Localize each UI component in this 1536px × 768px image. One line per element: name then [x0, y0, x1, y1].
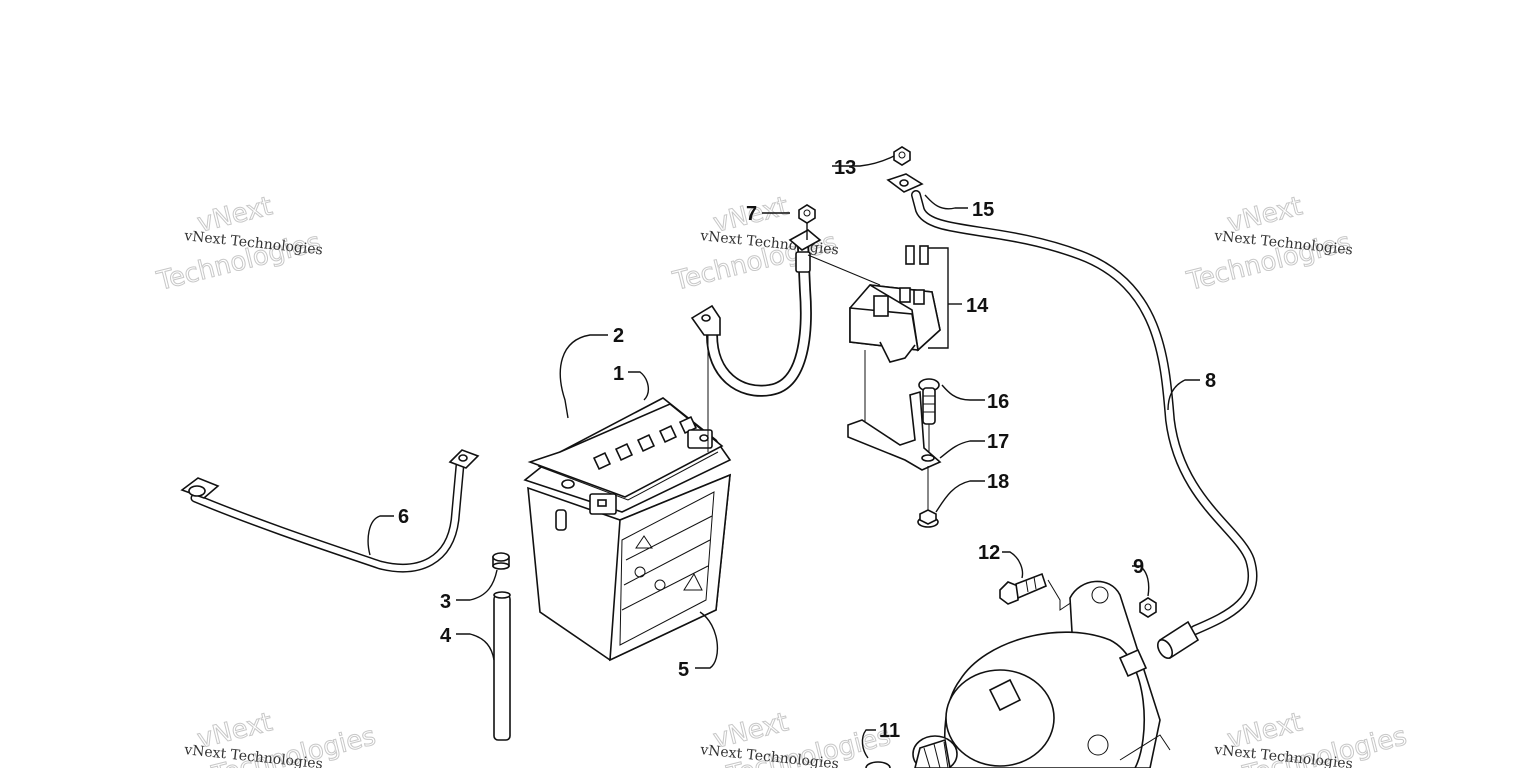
callout-13: 13 [834, 157, 856, 179]
positive-cable [690, 229, 822, 452]
battery-cell-caps [592, 415, 698, 471]
watermark-top-left: vNext Technologies vNext Technologies [153, 191, 324, 298]
starter-cable [886, 173, 1258, 660]
callout-9: 9 [1133, 556, 1144, 578]
watermark-bottom-left: vNext Technologies vNext Technologies [183, 707, 380, 768]
negative-cable [180, 449, 480, 573]
callout-5: 5 [678, 659, 689, 681]
callout-7: 7 [746, 203, 757, 225]
callout-14: 14 [966, 295, 989, 317]
callout-16: 16 [987, 391, 1009, 413]
battery-terminal-negative [589, 493, 617, 515]
callout-11: 11 [879, 720, 900, 742]
callout-6: 6 [398, 506, 409, 528]
hex-nut-7 [798, 204, 816, 224]
watermark-bottom-center: vNext Technologies vNext Technologies [699, 707, 895, 768]
callout-2: 2 [613, 325, 624, 347]
callout-3: 3 [440, 591, 451, 613]
watermark-top-right: vNext Technologies vNext Technologies [1183, 191, 1354, 298]
callout-labels: 2 1 3 4 5 6 7 8 9 11 12 13 14 15 16 17 1… [398, 157, 1216, 742]
battery [523, 397, 732, 662]
callout-4: 4 [440, 625, 452, 647]
flange-nut [917, 466, 939, 528]
starter-motor [865, 580, 1171, 768]
callout-17: 17 [987, 431, 1009, 453]
callout-8: 8 [1205, 370, 1216, 392]
starter-bolt [999, 572, 1073, 611]
starter-solenoid [807, 245, 941, 363]
hex-nut-13 [893, 146, 911, 166]
battery-warning-label [619, 491, 715, 646]
solenoid-bracket [847, 350, 942, 471]
mounting-bolt [918, 378, 940, 452]
callout-12: 12 [978, 542, 1000, 564]
callout-1: 1 [613, 363, 624, 385]
callout-18: 18 [987, 471, 1009, 493]
vent-cap [492, 552, 510, 570]
terminal-nut [1139, 597, 1157, 618]
leader-lines [367, 155, 1200, 759]
callout-15: 15 [972, 199, 994, 221]
watermark-bottom-right: vNext Technologies vNext Technologies [1213, 707, 1411, 768]
vent-tube [493, 591, 511, 741]
